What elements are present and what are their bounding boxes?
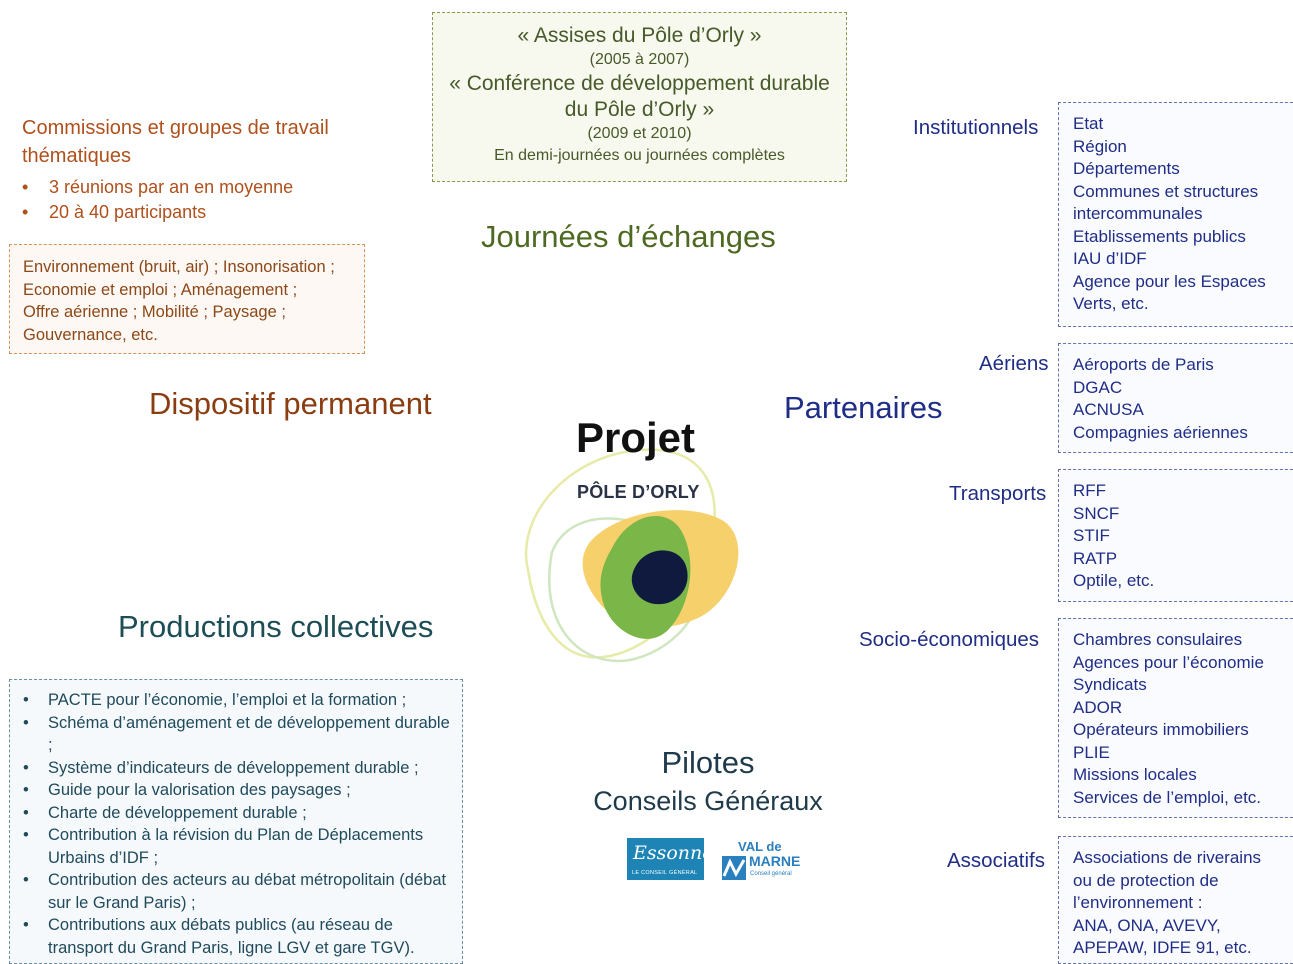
- partner-box-institutionnels: Etat Région Départements Communes et str…: [1058, 102, 1293, 327]
- theme-line: Economie et emploi ; Aménagement ;: [23, 280, 298, 299]
- partner-item: STIF: [1073, 526, 1110, 545]
- theme-line: Gouvernance, etc.: [23, 325, 158, 344]
- list-item: Guide pour la valorisation des paysages …: [23, 779, 456, 802]
- partner-item: PLIE: [1073, 742, 1110, 762]
- commissions-title: Commissions et groupes de travail thémat…: [22, 117, 329, 167]
- list-item: Contribution à la révision du Plan de Dé…: [23, 824, 456, 869]
- category-label-aeriens: Aériens: [979, 352, 1049, 375]
- logo-navy-shape: [631, 550, 688, 605]
- pilotes-heading: Pilotes: [661, 745, 755, 780]
- list-item: PACTE pour l’économie, l’emploi et la fo…: [23, 689, 456, 712]
- essonne-logo-name: Essonne: [633, 842, 714, 864]
- partner-item: DGAC: [1073, 377, 1123, 397]
- valdemarne-logo-line1: VAL de: [738, 839, 782, 854]
- partner-item: l’environnement :: [1073, 893, 1203, 912]
- category-label-socio-economiques: Socio-économiques: [859, 628, 1040, 651]
- journees-line: (2005 à 2007): [589, 51, 690, 68]
- productions-heading: Productions collectives: [118, 609, 434, 644]
- partner-item: Agence pour les Espaces: [1073, 271, 1266, 291]
- category-label-institutionnels: Institutionnels: [913, 116, 1039, 139]
- partner-box-aeriens: Aéroports de Paris DGAC ACNUSA Compagnie…: [1058, 343, 1293, 453]
- list-item: Charte de développement durable ;: [23, 802, 456, 825]
- valdemarne-logo-caption: Conseil général: [750, 871, 792, 877]
- essonne-logo: Essonne LE CONSEIL GÉNÉRAL: [627, 838, 714, 880]
- partner-box-transports: RFF SNCF STIF RATP Optile, etc.: [1058, 469, 1293, 602]
- partner-item: Syndicats: [1073, 675, 1147, 694]
- partner-item: Départements: [1073, 159, 1180, 178]
- partner-item: Région: [1073, 136, 1127, 156]
- partner-item: Compagnies aériennes: [1073, 422, 1248, 442]
- dispositif-heading: Dispositif permanent: [149, 386, 432, 421]
- commissions-bullets: 3 réunions par an en moyenne 20 à 40 par…: [22, 175, 293, 225]
- partner-item: RATP: [1073, 548, 1118, 568]
- journees-line: « Conférence de développement durable: [449, 72, 830, 95]
- partner-item: Etat: [1073, 114, 1104, 133]
- theme-line: Offre aérienne ; Mobilité ; Paysage ;: [23, 303, 286, 321]
- themes-box: Environnement (bruit, air) ; Insonorisat…: [9, 244, 365, 354]
- list-item: Système d’indicateurs de développement d…: [23, 757, 456, 780]
- partner-item: Aéroports de Paris: [1073, 355, 1214, 374]
- partner-box-socio-economiques: Chambres consulaires Agences pour l’écon…: [1058, 618, 1293, 818]
- partner-item: Chambres consulaires: [1073, 630, 1243, 649]
- partner-item: Verts, etc.: [1073, 294, 1149, 313]
- partner-item: ACNUSA: [1073, 400, 1144, 419]
- partner-item: APEPAW, IDFE 91, etc.: [1073, 938, 1252, 957]
- productions-box: PACTE pour l’économie, l’emploi et la fo…: [9, 679, 463, 964]
- valdemarne-logo: VAL de MARNE Conseil général: [722, 839, 800, 880]
- partner-item: RFF: [1073, 481, 1107, 500]
- partner-item: Services de l’emploi, etc.: [1073, 787, 1262, 807]
- journees-events-box: « Assises du Pôle d’Orly » (2005 à 2007)…: [432, 12, 847, 182]
- partner-item: Missions locales: [1073, 765, 1197, 784]
- list-item: 20 à 40 participants: [22, 200, 293, 225]
- list-item: Contribution des acteurs au débat métrop…: [23, 869, 456, 914]
- valdemarne-logo-mark: [722, 858, 746, 878]
- partner-item: intercommunales: [1073, 204, 1203, 223]
- projet-title: Projet: [576, 414, 696, 461]
- journees-line: En demi-journées ou journées complètes: [494, 147, 785, 164]
- list-item: Contributions aux débats publics (au rés…: [23, 914, 456, 959]
- partner-item: IAU d’IDF: [1073, 249, 1147, 268]
- productions-list: PACTE pour l’économie, l’emploi et la fo…: [23, 689, 456, 959]
- valdemarne-logo-line2: MARNE: [749, 853, 800, 869]
- partner-item: SNCF: [1073, 503, 1120, 523]
- partner-item: Communes et structures: [1073, 181, 1259, 201]
- partner-item: Optile, etc.: [1073, 571, 1155, 590]
- partner-item: ou de protection de: [1073, 870, 1219, 890]
- partner-item: Agences pour l’économie: [1073, 652, 1264, 672]
- category-label-transports: Transports: [949, 482, 1047, 505]
- conseils-generaux-subheading: Conseils Généraux: [593, 786, 823, 816]
- theme-line: Environnement (bruit, air) ; Insonorisat…: [23, 258, 335, 276]
- partner-item: Opérateurs immobiliers: [1073, 720, 1249, 739]
- pole-orly-label: PÔLE D’ORLY: [577, 482, 700, 502]
- journees-line: « Assises du Pôle d’Orly »: [517, 24, 762, 47]
- journees-line: (2009 et 2010): [587, 125, 692, 142]
- journees-heading: Journées d’échanges: [481, 219, 776, 254]
- pole-orly-logo: [525, 448, 739, 663]
- essonne-logo-caption: LE CONSEIL GÉNÉRAL: [632, 870, 698, 876]
- partner-item: Associations de riverains: [1073, 848, 1262, 867]
- partner-item: ANA, ONA, AVEVY,: [1073, 915, 1221, 935]
- partner-item: Etablissements publics: [1073, 226, 1246, 246]
- category-label-associatifs: Associatifs: [947, 849, 1045, 872]
- partenaires-heading: Partenaires: [784, 390, 943, 425]
- partner-item: ADOR: [1073, 697, 1123, 717]
- journees-line: du Pôle d’Orly »: [564, 98, 715, 121]
- partner-box-associatifs: Associations de riverains ou de protecti…: [1058, 836, 1293, 964]
- list-item: Schéma d’aménagement et de développement…: [23, 712, 456, 757]
- list-item: 3 réunions par an en moyenne: [22, 175, 293, 200]
